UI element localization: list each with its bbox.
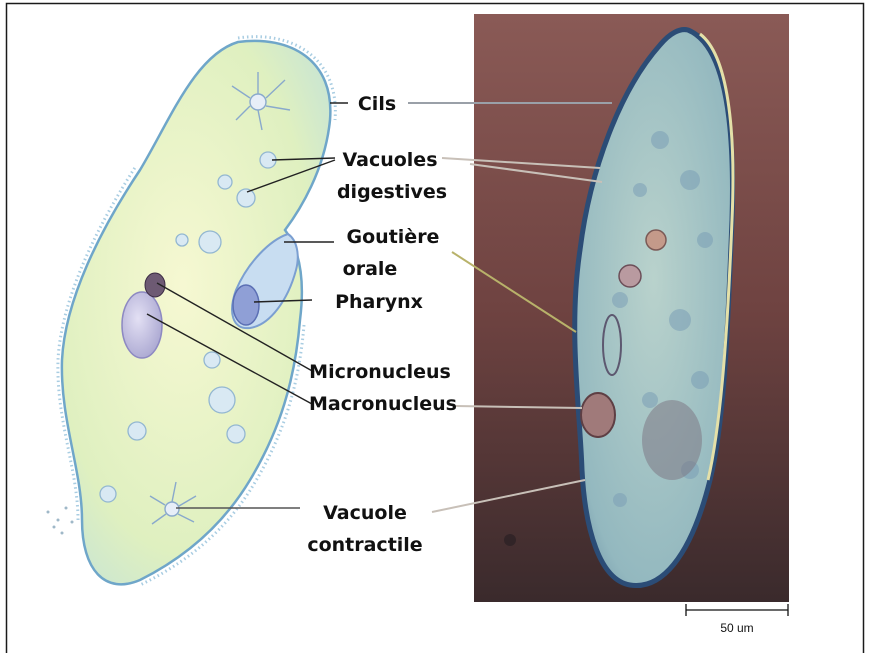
micrograph-dark-region xyxy=(642,400,702,480)
label-pharynx: Pharynx xyxy=(335,291,423,313)
micrograph-food-vacuole xyxy=(646,230,666,250)
label-vacuole-contractile-line1: Vacuole xyxy=(323,502,407,524)
label-vacuole-contractile-line2: contractile xyxy=(307,534,422,556)
micrograph-food-vacuole-2 xyxy=(619,265,641,287)
label-goutiere-line1: Goutière xyxy=(347,226,440,248)
label-macronucleus: Macronucleus xyxy=(309,393,457,415)
label-micronucleus: Micronucleus xyxy=(309,361,451,383)
drawn-expelled-particles xyxy=(47,507,74,535)
micrograph-macronucleus xyxy=(581,393,615,437)
scale-bar-label: 50 um xyxy=(720,621,753,635)
label-goutiere-line2: orale xyxy=(343,258,398,280)
scale-bar xyxy=(686,604,788,616)
drawn-micronucleus xyxy=(145,273,165,297)
drawn-cell-body xyxy=(62,41,331,584)
drawn-pharynx xyxy=(233,285,259,325)
paramecium-drawing xyxy=(47,37,336,585)
micrograph-speck xyxy=(504,534,516,546)
drawn-macronucleus xyxy=(122,292,162,358)
label-vacuoles-line1: Vacuoles xyxy=(342,149,437,171)
label-cils: Cils xyxy=(358,93,396,115)
label-vacuoles-line2: digestives xyxy=(337,181,447,203)
